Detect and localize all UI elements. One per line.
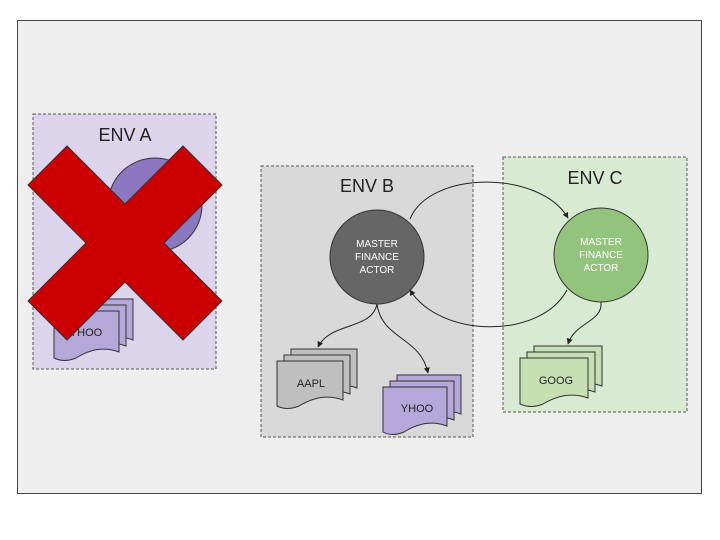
env-c-document-goog-label: GOOG (539, 375, 573, 387)
arrow-c-actor-to-goog (566, 301, 602, 345)
env-b-actor-line-2: FINANCE (355, 252, 399, 263)
env-b-document-yhoo: YHOO (382, 374, 462, 435)
env-c-document-goog: GOOG (519, 345, 603, 407)
env-c-label: ENV C (567, 168, 622, 188)
env-b-master-finance-actor: MASTER FINANCE ACTOR (329, 209, 425, 305)
arrow-c-actor-to-b-actor (409, 289, 568, 328)
env-c-master-finance-actor: MASTER FINANCE ACTOR (553, 207, 649, 303)
arrow-b-actor-to-yhoo (376, 303, 430, 374)
env-c-actor-line-1: MASTER (580, 237, 622, 248)
env-c-actor-line-3: ACTOR (584, 263, 619, 274)
env-c-actor-line-2: FINANCE (579, 250, 623, 261)
removed-cross-mark (27, 145, 223, 341)
env-b-document-yhoo-label: YHOO (401, 403, 434, 415)
env-a-document-label: YHOO (70, 327, 103, 339)
env-b-group: ENV B MASTER FINANCE ACTOR AAPL YHOO (260, 165, 474, 438)
env-b-document-aapl: AAPL (276, 348, 358, 409)
env-b-document-aapl-label: AAPL (297, 378, 325, 390)
arrow-b-actor-to-aapl (317, 303, 378, 348)
env-a-label: ENV A (98, 125, 151, 145)
env-b-actor-line-1: MASTER (356, 239, 398, 250)
env-b-actor-line-3: ACTOR (360, 265, 395, 276)
env-a-group: ENV A YHOO (27, 113, 223, 370)
env-a-document-stack: YHOO (53, 298, 134, 361)
env-b-label: ENV B (340, 176, 394, 196)
arrow-b-actor-to-c-actor (409, 181, 569, 220)
env-c-group: ENV C MASTER FINANCE ACTOR GOOG (502, 156, 688, 413)
